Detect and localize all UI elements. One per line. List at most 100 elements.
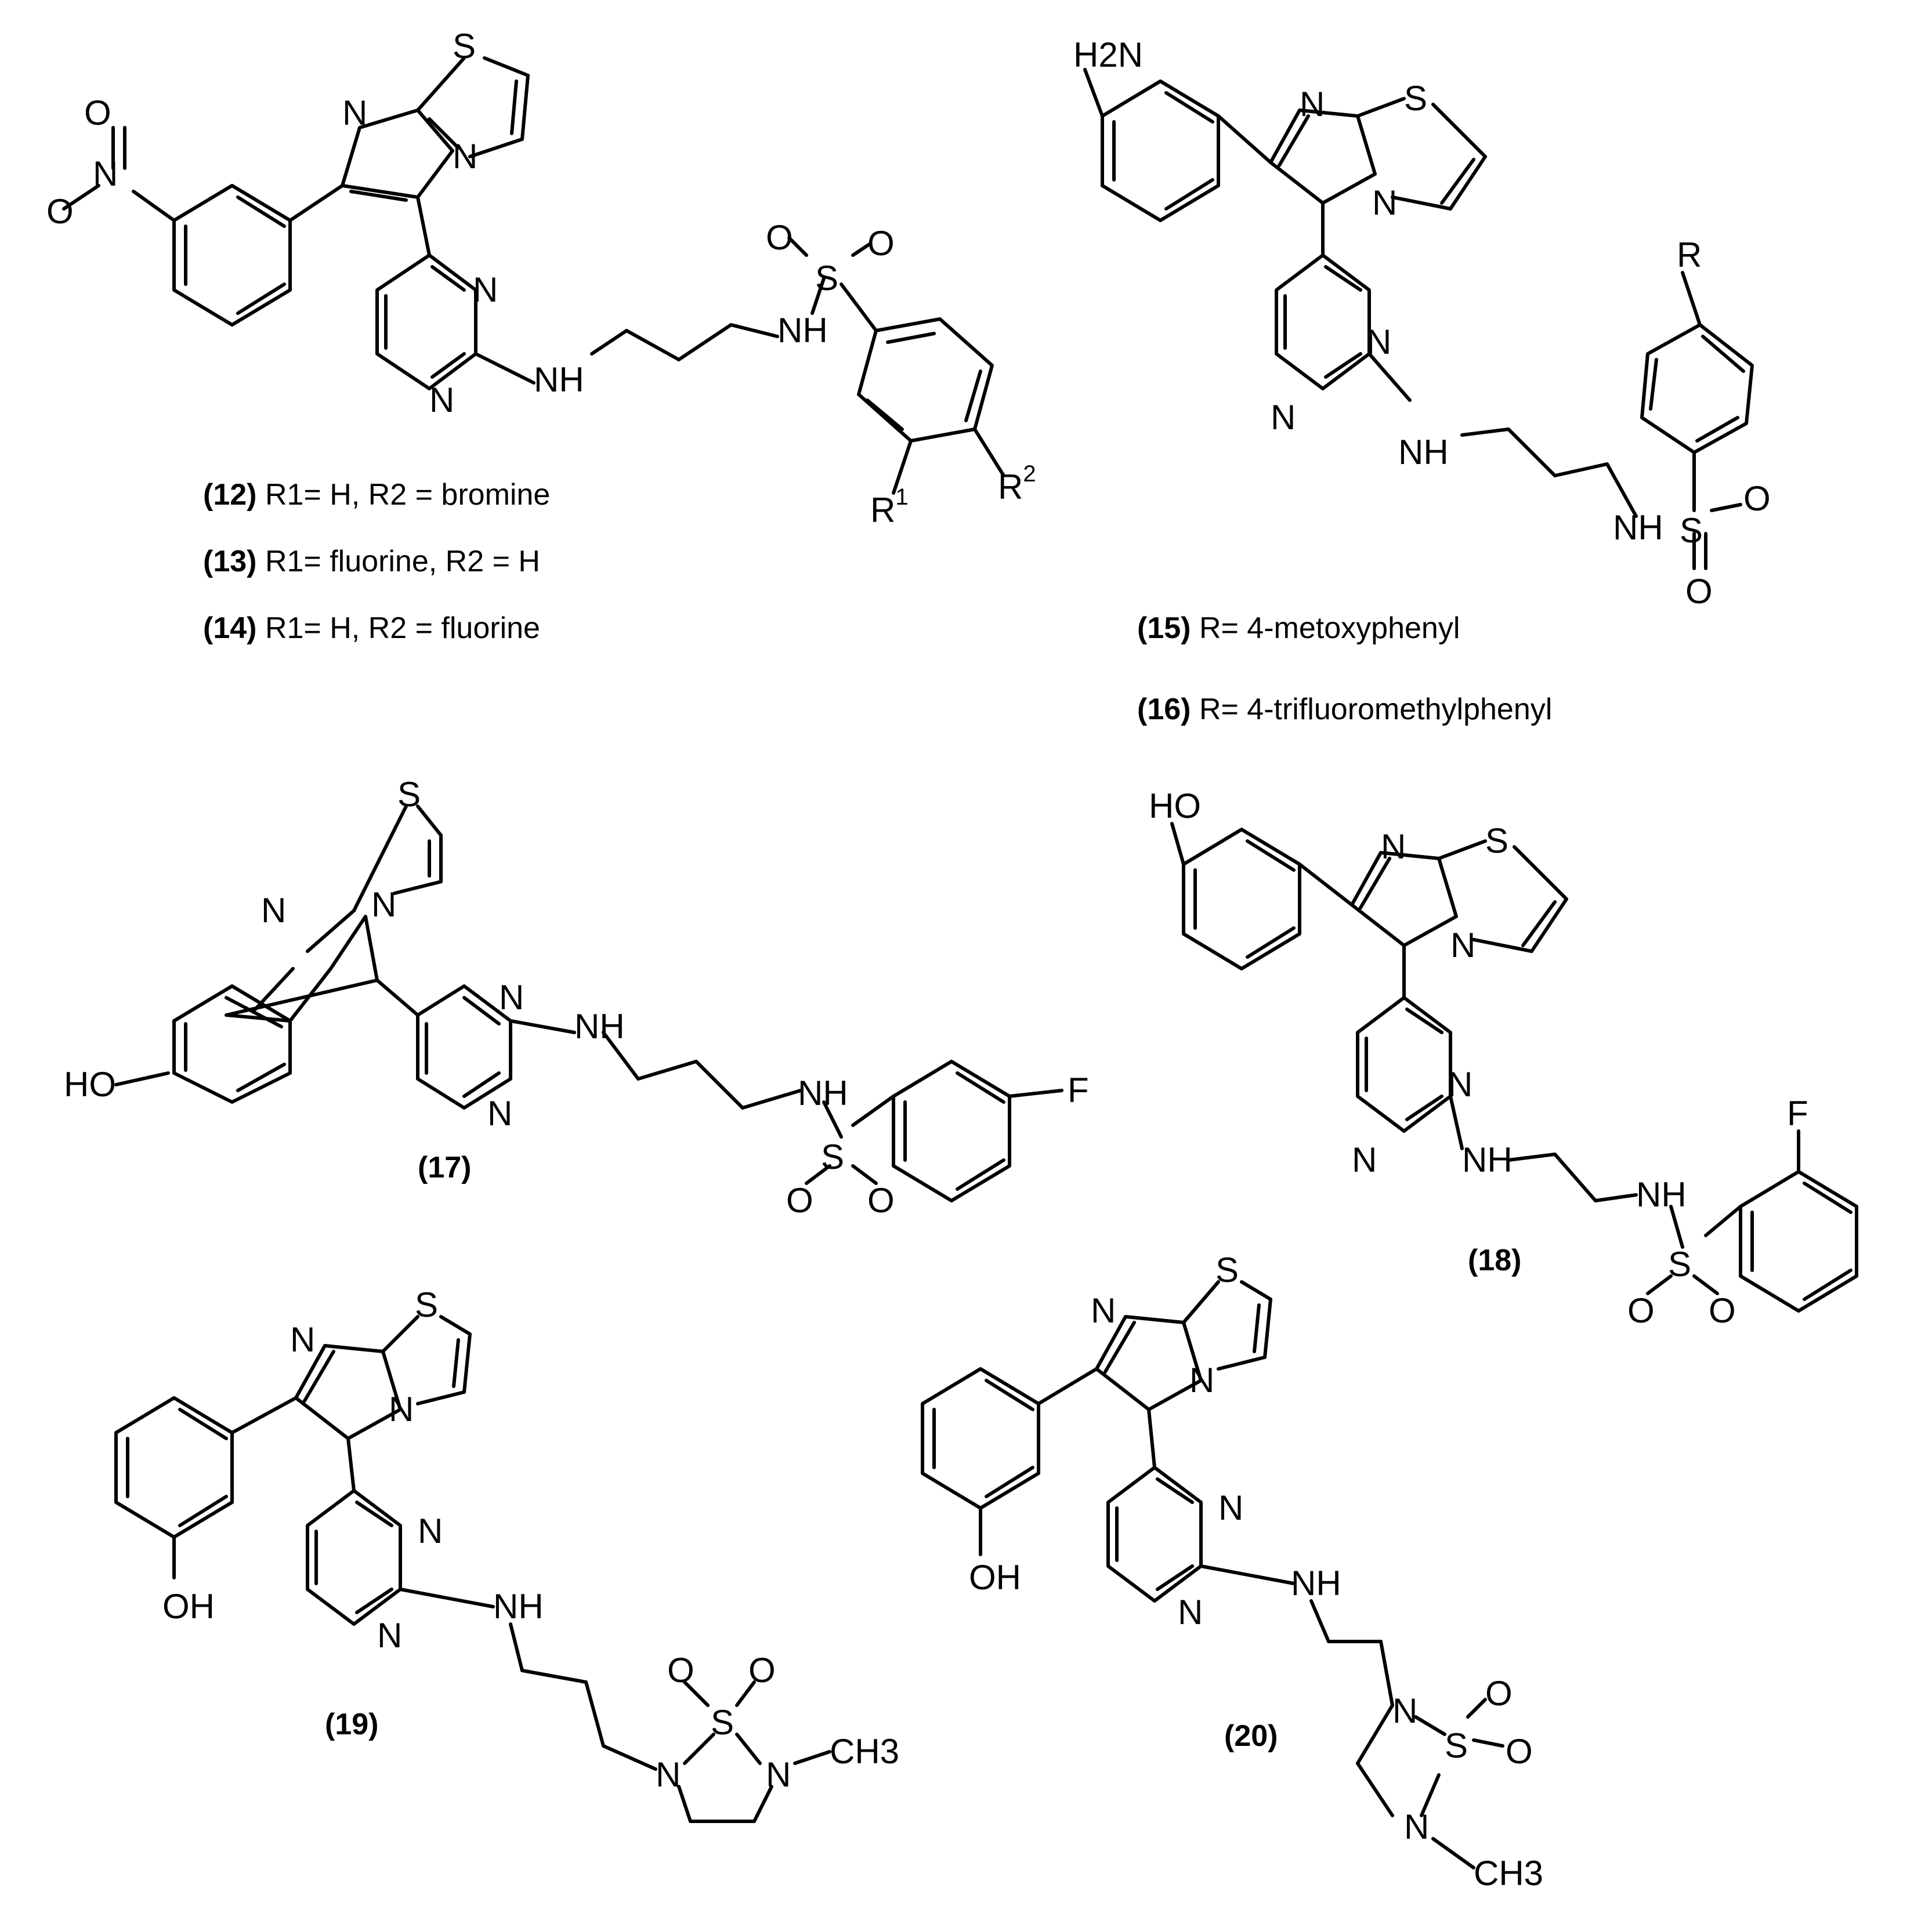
atom-n: N <box>1091 1291 1116 1330</box>
svg-text:(18): (18) <box>1468 1244 1521 1277</box>
atom-nh: NH <box>1291 1564 1341 1603</box>
atom-n: N <box>656 1755 681 1794</box>
compound-13-label: (13) R1= fluorine, R2 = H <box>203 545 540 578</box>
atom-o: O <box>1485 1674 1513 1713</box>
atom-n: N <box>499 978 524 1017</box>
structure-19: OH N S N N N NH N S O O N CH3 <box>114 1285 899 1823</box>
atom-o: O <box>766 218 793 257</box>
compound-19-label: (19) <box>325 1708 378 1741</box>
compound-number: (19) <box>325 1708 378 1741</box>
atom-s: S <box>453 27 476 66</box>
atom-n: N <box>1352 1140 1377 1179</box>
atom-n: N <box>371 885 396 924</box>
atom-s: S <box>1668 1245 1691 1284</box>
atom-nh: NH <box>1398 433 1449 472</box>
atom-o: O <box>867 1181 895 1220</box>
atom-n: N <box>1404 1807 1429 1846</box>
compound-number: (13) <box>203 545 256 578</box>
atom-nh: NH <box>493 1587 544 1626</box>
atom-nh: NH <box>798 1074 848 1113</box>
atom-ho: HO <box>64 1065 116 1104</box>
compound-18-label: (18) <box>1468 1244 1521 1277</box>
substituent-text: R= 4-trifluoromethylphenyl <box>1199 693 1552 726</box>
structure-15-16: H2N N S N N N NH NH S O O R <box>1073 35 1771 611</box>
svg-text:(12) R1= H, R2 = bromine: (12) R1= H, R2 = bromine <box>203 478 550 512</box>
atom-r: R <box>1677 235 1702 274</box>
atom-n: N <box>1450 926 1475 965</box>
atom-nh: NH <box>777 311 828 350</box>
atom-f: F <box>1068 1071 1089 1110</box>
compound-number: (20) <box>1224 1719 1278 1753</box>
ch3-text: CH3 <box>1474 1854 1543 1893</box>
atom-n: N <box>93 154 118 193</box>
atom-s: S <box>1680 511 1703 550</box>
atom-s: S <box>821 1137 844 1176</box>
atom-nh: NH <box>1636 1175 1687 1214</box>
atom-nh: NH <box>574 1007 625 1046</box>
atom-n: N <box>1448 1065 1472 1104</box>
atom-nh: NH <box>1462 1140 1513 1179</box>
structure-18: HO N S N N N NH NH S O O F <box>1149 787 1858 1330</box>
atom-n: N <box>453 137 477 176</box>
compound-15-label: (15) R= 4-metoxyphenyl <box>1137 611 1460 645</box>
atom-o: O <box>867 224 895 263</box>
atom-n: N <box>1372 183 1397 222</box>
h2n-h: H2N <box>1073 35 1143 74</box>
atom-s: S <box>397 775 421 814</box>
substituent-text: R1= H, R2 = bromine <box>265 478 550 512</box>
atom-n: N <box>1392 1691 1417 1730</box>
atom-s: S <box>415 1285 438 1324</box>
atom-n: N <box>766 1755 791 1794</box>
compound-number: (12) <box>203 478 256 512</box>
ch3-text: CH3 <box>830 1732 899 1771</box>
compound-number: (15) <box>1137 611 1191 645</box>
atom-r2: R2 <box>998 461 1036 506</box>
structure-17: S N N HO N N NH NH S O O F <box>64 775 1089 1220</box>
atom-n: N <box>1271 398 1296 437</box>
r1-superscript: 1 <box>895 484 908 510</box>
atom-o: O <box>1685 572 1713 611</box>
atom-o: O <box>1506 1732 1533 1771</box>
atom-ho: HO <box>1149 787 1201 825</box>
atom-o: O <box>748 1651 776 1690</box>
substituent-text: R1= H, R2 = fluorine <box>265 611 540 645</box>
svg-text:(20): (20) <box>1224 1719 1278 1753</box>
r2-superscript: 2 <box>1023 461 1036 487</box>
r1-label: R <box>870 491 895 530</box>
compound-number: (14) <box>203 611 256 645</box>
atom-n: N <box>389 1390 414 1429</box>
atom-s: S <box>711 1703 734 1742</box>
atom-n: N <box>342 93 367 132</box>
compound-12-label: (12) R1= H, R2 = bromine <box>203 478 550 512</box>
atom-s: S <box>1485 821 1508 860</box>
atom-h2n: H2N <box>1073 35 1143 74</box>
compound-number: (18) <box>1468 1244 1521 1277</box>
atom-n: N <box>261 891 286 930</box>
atom-o: O <box>46 192 74 231</box>
compound-number: (17) <box>418 1151 471 1184</box>
atom-nh: NH <box>1613 508 1663 547</box>
svg-text:(17): (17) <box>418 1151 471 1184</box>
atom-ch3: CH3 <box>830 1732 899 1771</box>
atom-n: N <box>429 381 454 419</box>
substituent-text: R1= fluorine, R2 = H <box>265 545 540 578</box>
atom-s: S <box>1445 1726 1468 1765</box>
atom-o: O <box>84 93 111 132</box>
r2-label: R <box>998 468 1023 506</box>
atom-s: S <box>1404 79 1427 118</box>
atom-n: N <box>1189 1361 1214 1400</box>
svg-text:(19): (19) <box>325 1708 378 1741</box>
svg-text:(16) R= 4-trifluoromethylpheny: (16) R= 4-trifluoromethylphenyl <box>1137 693 1552 726</box>
atom-o: O <box>1743 479 1771 518</box>
atom-nh: NH <box>534 360 584 399</box>
atom-n: N <box>473 270 498 309</box>
atom-r1: R1 <box>870 484 909 530</box>
atom-o: O <box>786 1181 813 1220</box>
compound-20-label: (20) <box>1224 1719 1278 1753</box>
atom-o: O <box>667 1651 694 1690</box>
atom-n: N <box>1218 1488 1243 1527</box>
atom-o: O <box>1709 1291 1736 1330</box>
atom-n: N <box>1381 827 1406 866</box>
atom-f: F <box>1787 1094 1808 1133</box>
